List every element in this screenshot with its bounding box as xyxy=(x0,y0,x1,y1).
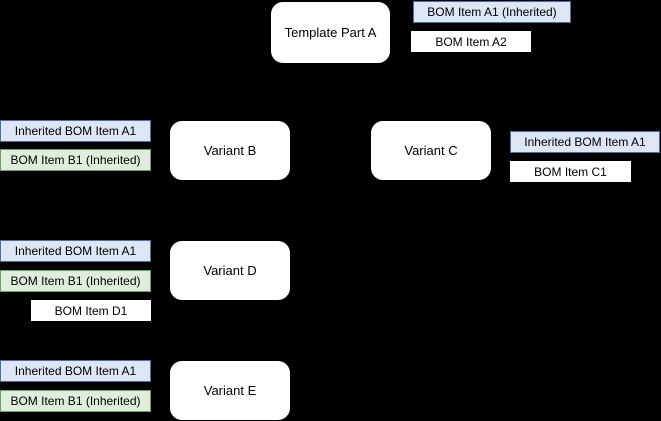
node-template-part-a[interactable]: Template Part A xyxy=(271,2,390,63)
variant-c-bom-item-c1[interactable]: BOM Item C1 xyxy=(510,161,631,182)
node-variant-d[interactable]: Variant D xyxy=(170,241,290,300)
node-label: Variant D xyxy=(203,263,257,278)
bom-item-a2[interactable]: BOM Item A2 xyxy=(411,31,531,52)
node-label: Variant E xyxy=(203,383,257,398)
node-variant-e[interactable]: Variant E xyxy=(170,361,290,420)
node-variant-b[interactable]: Variant B xyxy=(170,121,290,180)
bom-item-label: BOM Item B1 (Inherited) xyxy=(10,274,141,288)
node-label: Variant C xyxy=(404,143,458,158)
bom-item-label: BOM Item A1 (Inherited) xyxy=(427,5,557,19)
node-label: Template Part A xyxy=(284,25,377,40)
variant-b-bom-item-b1-inherited[interactable]: BOM Item B1 (Inherited) xyxy=(0,149,151,171)
bom-item-a1-inherited[interactable]: BOM Item A1 (Inherited) xyxy=(413,1,571,23)
variant-e-inherited-bom-item-a1[interactable]: Inherited BOM Item A1 xyxy=(0,360,151,382)
variant-e-bom-item-b1-inherited[interactable]: BOM Item B1 (Inherited) xyxy=(0,390,151,412)
bom-item-label: Inherited BOM Item A1 xyxy=(14,364,137,378)
bom-item-label: BOM Item A2 xyxy=(435,34,507,49)
bom-item-label: Inherited BOM Item A1 xyxy=(14,124,137,138)
node-label: Variant B xyxy=(203,143,257,158)
bom-item-label: BOM Item B1 (Inherited) xyxy=(10,394,141,408)
bom-item-label: BOM Item C1 xyxy=(534,164,607,179)
variant-d-inherited-bom-item-a1[interactable]: Inherited BOM Item A1 xyxy=(0,240,151,262)
bom-item-label: Inherited BOM Item A1 xyxy=(14,244,137,258)
variant-c-inherited-bom-item-a1[interactable]: Inherited BOM Item A1 xyxy=(510,131,660,153)
bom-item-label: BOM Item B1 (Inherited) xyxy=(10,153,141,167)
variant-d-bom-item-d1[interactable]: BOM Item D1 xyxy=(31,300,151,321)
bom-item-label: BOM Item D1 xyxy=(54,303,128,318)
node-variant-c[interactable]: Variant C xyxy=(371,121,491,180)
variant-b-inherited-bom-item-a1[interactable]: Inherited BOM Item A1 xyxy=(0,120,151,142)
variant-d-bom-item-b1-inherited[interactable]: BOM Item B1 (Inherited) xyxy=(0,270,151,292)
bom-item-label: Inherited BOM Item A1 xyxy=(524,135,646,149)
